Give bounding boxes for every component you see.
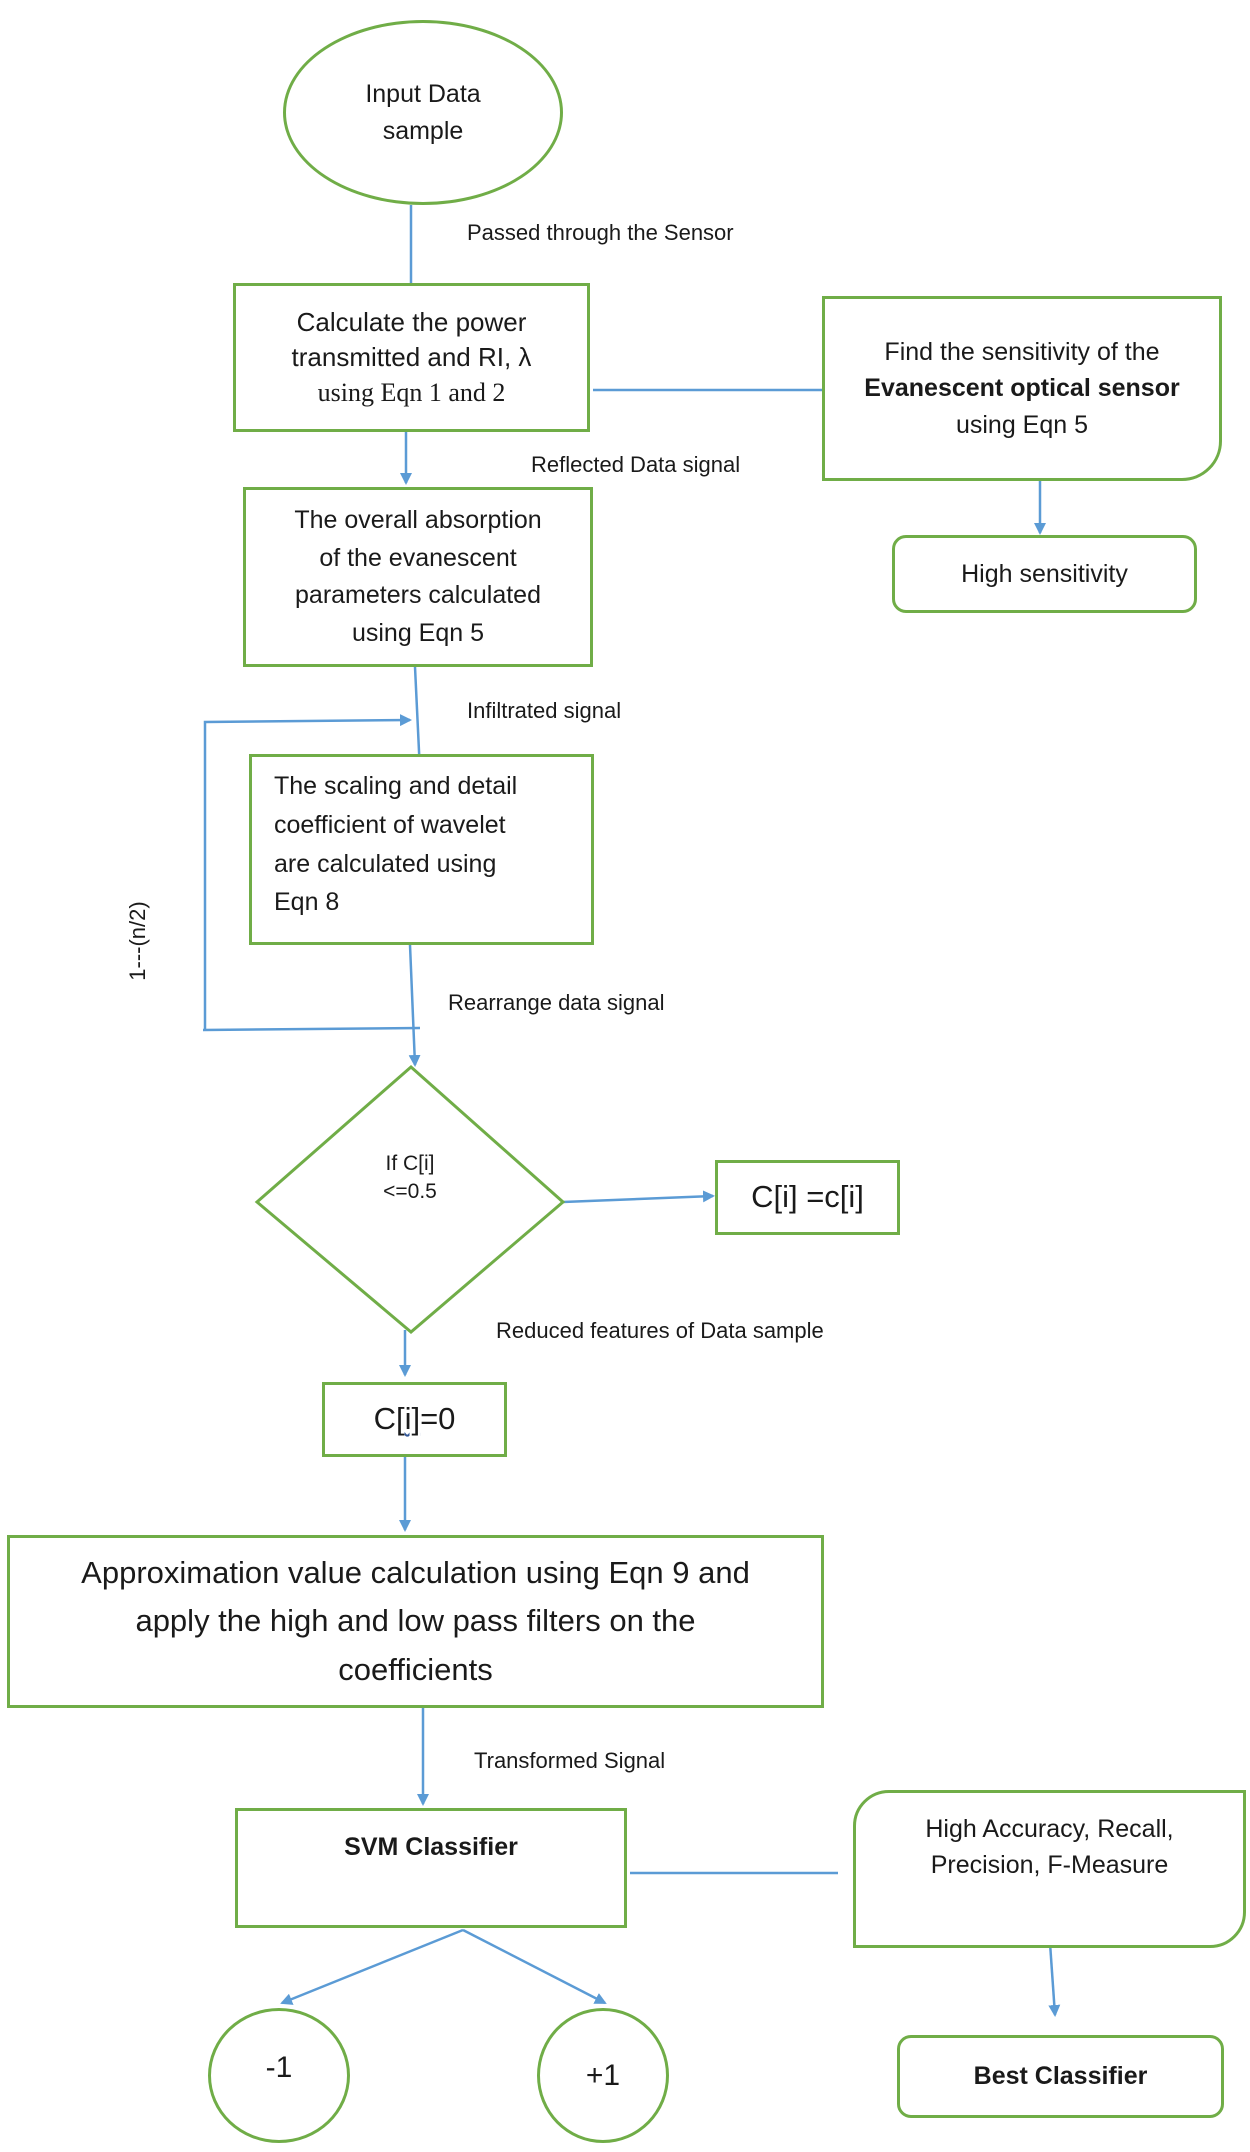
metrics-line-2: Precision, F-Measure [930,1851,1169,1880]
decision-line-2: <=0.5 [383,1180,437,1204]
metrics-node: High Accuracy, Recall, Precision, F-Meas… [853,1790,1246,1948]
decision-diamond [254,1064,566,1334]
ci-equals-ci-node: C[i] =c[i] [715,1160,900,1235]
wavelet-node: The scaling and detail coefficient of wa… [249,754,594,945]
loop-bottom [202,1026,421,1032]
arrow-metrics-to-best [1048,1942,1061,2017]
approx-line-3: coefficients [338,1651,493,1687]
wave-line-1: The scaling and detail [274,772,518,800]
minus-one-text: -1 [265,2051,293,2084]
ci-zero-wavy: i] [404,1401,421,1437]
outcome-minus-one: -1 [208,2008,350,2143]
plus-one-text: +1 [585,2058,621,2092]
sens-line-1: Find the sensitivity of the [884,338,1160,367]
input-line-1: Input Data [365,80,481,109]
arrow-decision-to-ci [562,1190,715,1204]
high-sensitivity-text: High sensitivity [961,559,1128,588]
ci-zero-text: C[i]=0 [374,1397,456,1442]
high-sensitivity-node: High sensitivity [892,535,1197,613]
calc-line-2: transmitted and RI, λ [291,341,532,372]
best-classifier-node: Best Classifier [897,2035,1224,2118]
ci-equals-ci-text: C[i] =c[i] [751,1179,864,1215]
sensitivity-node: Find the sensitivity of the Evanescent o… [822,296,1222,481]
abs-line-1: The overall absorption [294,506,542,534]
calc-line-3: using Eqn 1 and 2 [317,378,506,408]
calc-line-1: Calculate the power [296,306,527,337]
svm-classifier-node: SVM Classifier [235,1808,627,1928]
arrow-svm-to-plus [462,1928,607,2005]
svm-text: SVM Classifier [344,1833,518,1861]
approx-line-2: apply the high and low pass filters on t… [135,1603,696,1639]
label-infiltrated-signal: Infiltrated signal [467,698,622,723]
ci-zero-node: C[i]=0 [322,1382,507,1457]
decision-text: If C[i] <=0.5 [360,1150,460,1207]
loop-arrow [203,714,412,1030]
arrow-svm-to-minus [280,1928,464,2005]
wave-line-3: are calculated using [274,849,497,878]
label-passed-through-sensor: Passed through the Sensor [467,220,734,245]
label-transformed-signal: Transformed Signal [474,1748,666,1773]
label-loop-count: 1---(n/2) [125,901,150,981]
decision-line-1: If C[i] [385,1152,435,1175]
metrics-line-1: High Accuracy, Recall, [925,1815,1174,1843]
label-rearrange-data-signal: Rearrange data signal [448,990,665,1015]
abs-line-4: using Eqn 5 [351,618,485,647]
outcome-plus-one: +1 [537,2008,669,2143]
approximation-node: Approximation value calculation using Eq… [7,1535,824,1708]
abs-line-3: parameters calculated [295,581,541,609]
input-line-2: sample [382,116,464,145]
abs-line-2: of the evanescent [319,543,517,572]
absorption-node: The overall absorption of the evanescent… [243,487,593,667]
best-classifier-text: Best Classifier [973,2062,1148,2091]
sens-line-3: using Eqn 5 [955,410,1089,439]
sens-line-2: Evanescent optical sensor [864,374,1180,403]
wave-line-2: coefficient of wavelet [274,810,506,839]
input-data-node: Input Data sample [283,20,563,205]
ci-zero-post: =0 [420,1401,456,1437]
approx-line-1: Approximation value calculation using Eq… [81,1555,750,1591]
ci-zero-pre: C[ [373,1401,405,1437]
label-reduced-features: Reduced features of Data sample [496,1318,824,1343]
arrow-wavelet-to-decision [408,944,421,1067]
wave-line-4: Eqn 8 [274,888,340,917]
calculate-power-node: Calculate the power transmitted and RI, … [233,283,590,432]
label-reflected-data-signal: Reflected Data signal [531,452,741,477]
